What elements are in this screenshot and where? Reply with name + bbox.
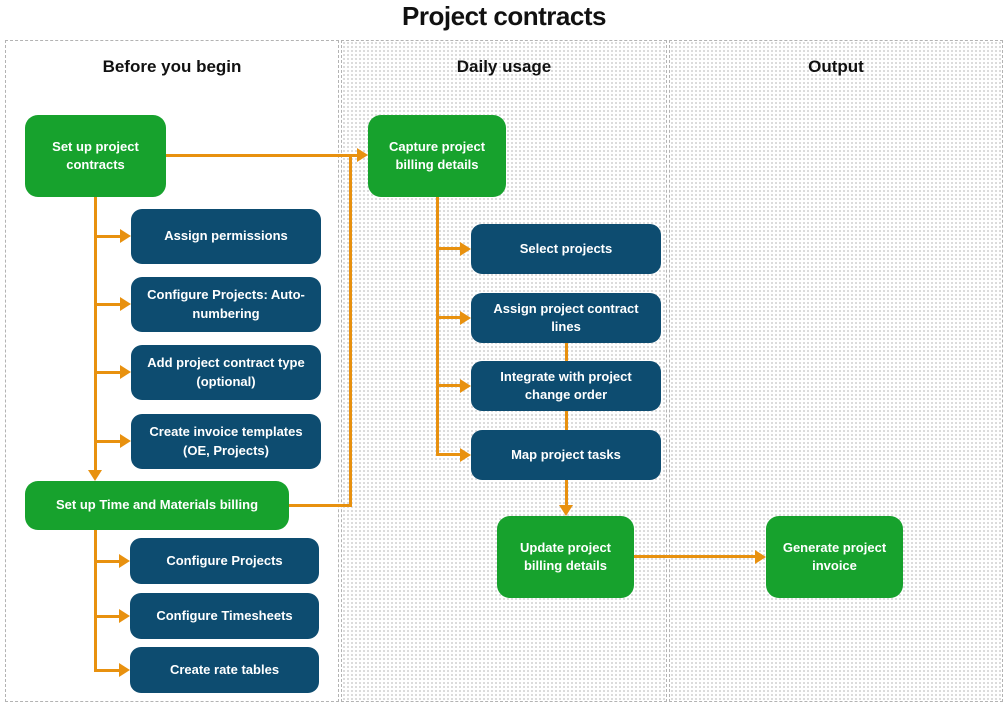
connector-branch-assign-contract-lines — [436, 316, 460, 319]
arrowhead-into-update-billing — [559, 505, 573, 516]
connector-branch-select-projects — [436, 247, 460, 250]
node-configure-timesheets: Configure Timesheets — [130, 593, 319, 639]
connector-integrate-to-map-tasks — [565, 411, 568, 430]
node-assign-permissions: Assign permissions — [131, 209, 321, 264]
node-generate-project-invoice: Generate project invoice — [766, 516, 903, 598]
connector-capture-rail-down — [436, 197, 439, 456]
connector-branch-map-tasks — [436, 453, 460, 456]
connector-update-to-generate — [634, 555, 755, 558]
diagram-title: Project contracts — [402, 1, 606, 31]
column-header-daily-usage: Daily usage — [456, 57, 552, 76]
arrowhead-into-configure-autonumbering — [120, 297, 131, 311]
node-select-projects: Select projects — [471, 224, 661, 274]
connector-setup-rail-down — [94, 197, 97, 470]
connector-branch-create-rate-tables — [94, 669, 119, 672]
arrowhead-into-assign-contract-lines — [460, 311, 471, 325]
arrowhead-into-create-rate-tables — [119, 663, 130, 677]
arrowhead-into-map-tasks — [460, 448, 471, 462]
connector-assign-lines-to-integrate — [565, 343, 568, 361]
connector-branch-add-contract-type — [94, 371, 120, 374]
connector-setup-to-capture — [166, 154, 357, 157]
arrowhead-into-assign-permissions — [120, 229, 131, 243]
arrowhead-into-create-invoice-templates — [120, 434, 131, 448]
node-create-rate-tables: Create rate tables — [130, 647, 319, 693]
arrowhead-into-capture — [357, 148, 368, 162]
connector-tm-billing-rail-up — [349, 154, 352, 507]
connector-tm-billing-rail-down — [94, 530, 97, 672]
node-configure-projects: Configure Projects — [130, 538, 319, 584]
node-add-project-contract-type: Add project contract type (optional) — [131, 345, 321, 400]
connector-tm-billing-exit-right — [289, 504, 352, 507]
connector-branch-configure-timesheets — [94, 615, 119, 618]
node-capture-project-billing-details: Capture project billing details — [368, 115, 506, 197]
connector-branch-configure-autonumbering — [94, 303, 120, 306]
arrowhead-into-add-contract-type — [120, 365, 131, 379]
node-create-invoice-templates: Create invoice templates (OE, Projects) — [131, 414, 321, 469]
connector-branch-integrate-change-order — [436, 384, 460, 387]
arrowhead-into-tm-billing — [88, 470, 102, 481]
connector-map-tasks-to-update — [565, 480, 568, 506]
connector-branch-create-invoice-templates — [94, 440, 120, 443]
node-map-project-tasks: Map project tasks — [471, 430, 661, 480]
column-output: Output — [669, 40, 1003, 702]
node-integrate-with-project-change-order: Integrate with project change order — [471, 361, 661, 411]
arrowhead-into-select-projects — [460, 242, 471, 256]
node-set-up-project-contracts: Set up project contracts — [25, 115, 166, 197]
arrowhead-into-integrate-change-order — [460, 379, 471, 393]
node-assign-project-contract-lines: Assign project contract lines — [471, 293, 661, 343]
arrowhead-into-generate-invoice — [755, 550, 766, 564]
node-update-project-billing-details: Update project billing details — [497, 516, 634, 598]
connector-branch-assign-permissions — [94, 235, 120, 238]
column-header-before-you-begin: Before you begin — [102, 57, 242, 76]
arrowhead-into-configure-timesheets — [119, 609, 130, 623]
node-set-up-time-and-materials-billing: Set up Time and Materials billing — [25, 481, 289, 530]
arrowhead-into-configure-projects — [119, 554, 130, 568]
node-configure-projects-auto-numbering: Configure Projects: Auto-numbering — [131, 277, 321, 332]
connector-branch-configure-projects — [94, 560, 119, 563]
column-header-output: Output — [808, 57, 864, 76]
